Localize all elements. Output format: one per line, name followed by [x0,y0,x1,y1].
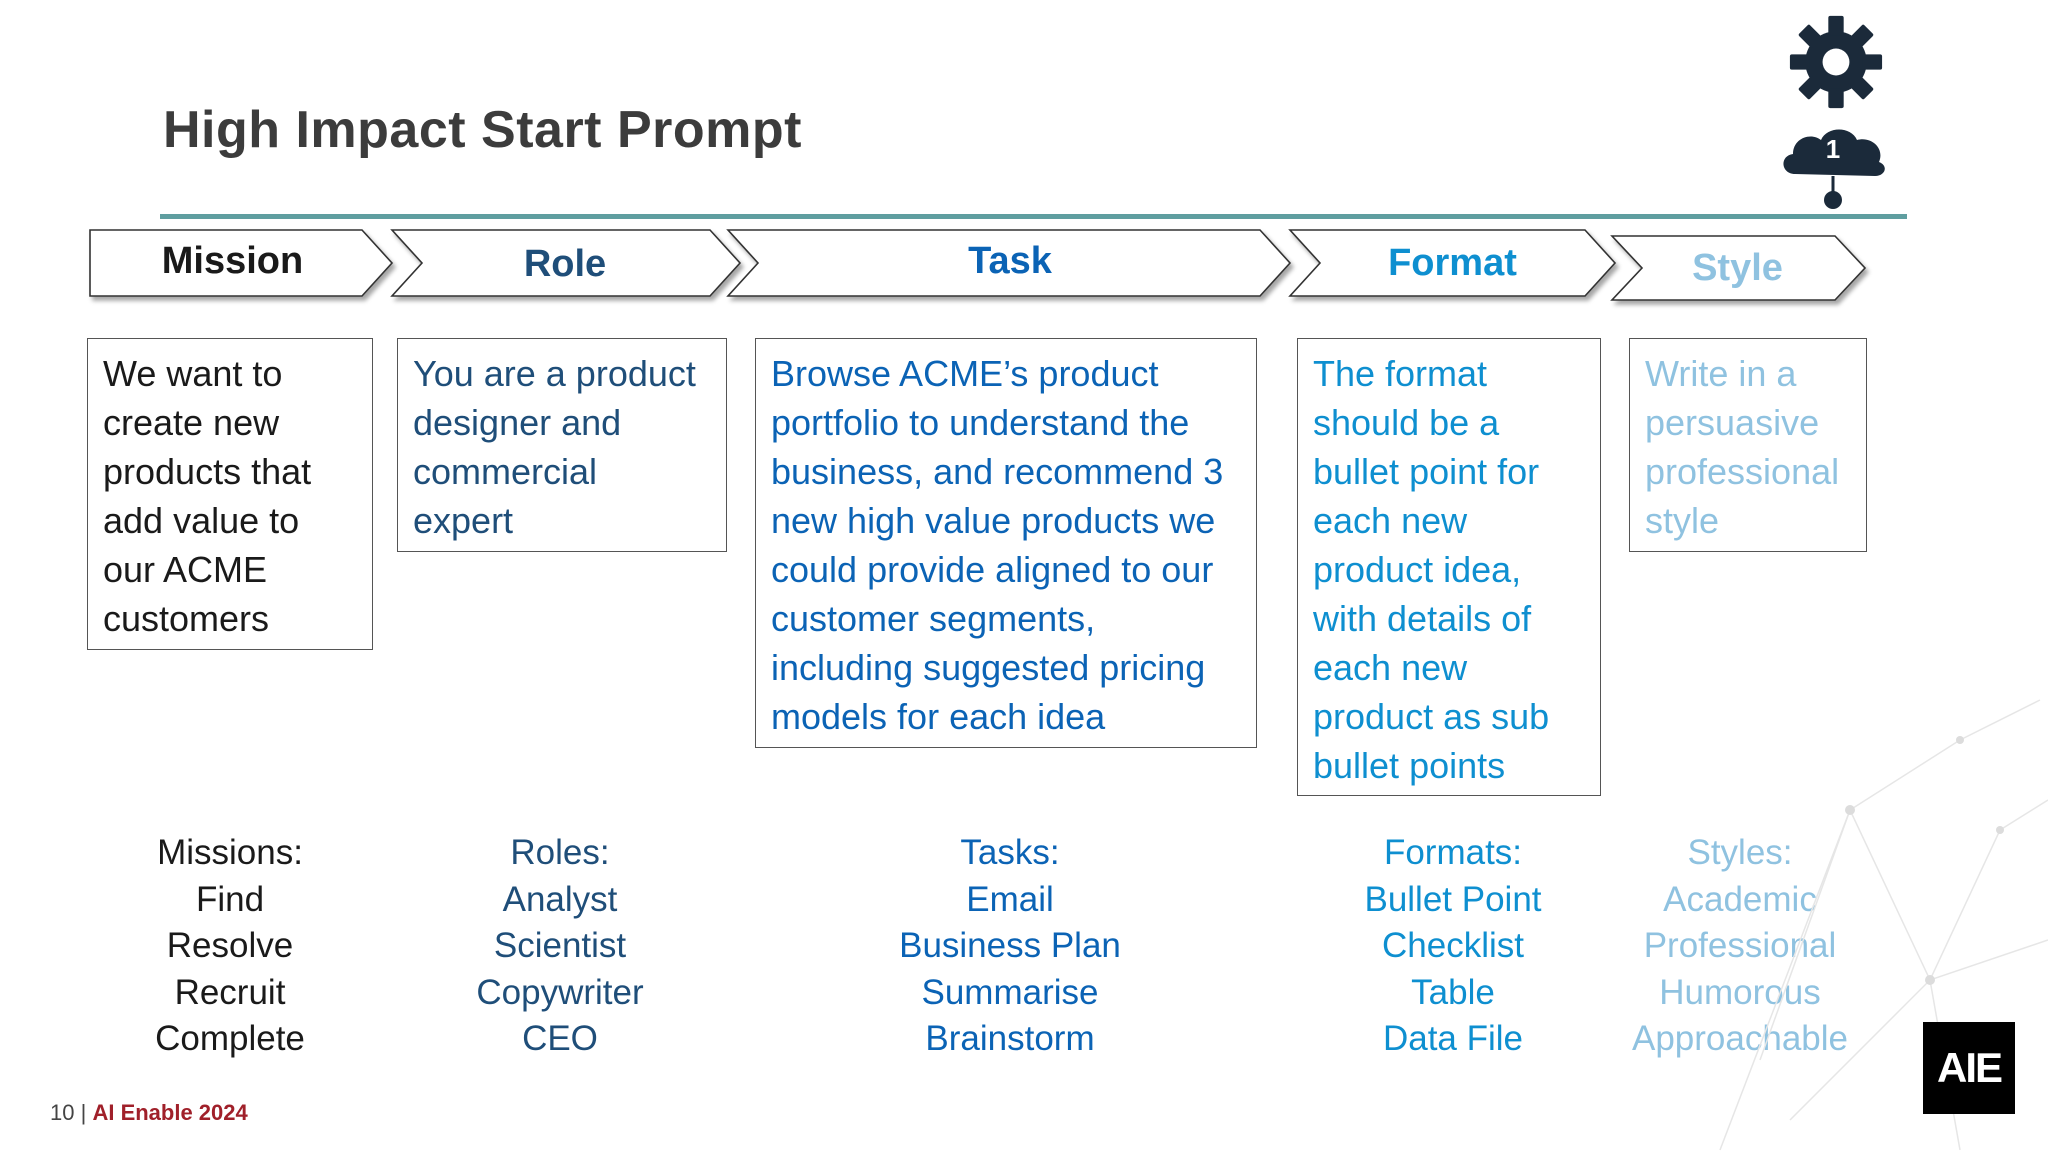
box-line: Browse ACME’s product [771,353,1159,394]
box-line: The format [1313,353,1488,394]
list-heading: Formats: [1383,833,1523,872]
box-line: portfolio to understand the [771,402,1190,443]
box-line: products that [103,451,312,492]
gear-icon[interactable] [1788,14,1884,110]
missions-list: Missions: Find Resolve Recruit Complete [100,830,360,1063]
list-item: Humorous [1659,972,1821,1012]
list-item: Table [1411,972,1495,1012]
box-line: customers [103,598,270,639]
list-item: Data File [1382,1019,1524,1058]
box-line: product as sub [1313,696,1550,737]
box-line: our ACME [103,549,268,590]
footer-separator: | [80,1100,87,1125]
title-divider [160,214,1907,219]
list-item: Copywriter [476,972,644,1012]
box-line: expert [413,500,514,541]
list-item: Professional [1643,926,1837,965]
list-heading: Roles: [510,833,610,872]
box-line: bullet point for [1313,451,1540,492]
box-line: style [1645,500,1720,541]
footer: 10 | AI Enable 2024 [50,1100,248,1126]
box-line: commercial [413,451,598,492]
box-line: You are a product [413,353,696,394]
list-item: Academic [1663,879,1817,919]
roles-list: Roles: Analyst Scientist Copywriter CEO [430,830,690,1063]
list-item: CEO [522,1019,598,1058]
list-item: Brainstorm [925,1019,1095,1058]
box-line: including suggested pricing [771,647,1206,688]
column-header-format: Format [1388,242,1517,284]
list-item: Resolve [166,926,294,965]
list-item: Find [195,879,265,919]
list-item: Recruit [174,972,286,1012]
chevron-style [1610,235,1867,301]
list-heading: Missions: [157,833,303,872]
column-header-role: Role [523,243,607,285]
box-line: product idea, [1313,549,1522,590]
mission-box: We want to create new products that add … [87,338,373,650]
tasks-list: Tasks: Email Business Plan Summarise Bra… [860,830,1160,1063]
format-box: The format should be a bullet point for … [1297,338,1601,796]
box-line: add value to [103,500,300,541]
box-line: create new [103,402,280,443]
chevron-mission [89,229,394,297]
list-item: Email [966,879,1054,919]
formats-list: Formats: Bullet Point Checklist Table Da… [1313,830,1593,1063]
page-title: High Impact Start Prompt [163,101,802,159]
cloud-badge-icon[interactable]: 1 [1775,118,1891,212]
list-item: Approachable [1632,1019,1848,1058]
box-line: designer and [413,402,622,443]
aie-logo: AIE [1923,1022,2015,1114]
list-heading: Tasks: [960,833,1060,872]
role-box: You are a product designer and commercia… [397,338,727,552]
box-line: should be a [1313,402,1500,443]
box-line: persuasive [1645,402,1820,443]
box-line: We want to [103,353,283,394]
box-line: each new [1313,647,1468,688]
box-line: business, and recommend 3 [771,451,1224,492]
badge-number: 1 [1825,134,1841,164]
box-line: bullet points [1313,745,1506,786]
box-line: could provide aligned to our [771,549,1214,590]
box-line: each new [1313,500,1468,541]
list-heading: Styles: [1687,833,1793,872]
box-line: Write in a [1645,353,1797,394]
list-item: Analyst [502,879,618,919]
box-line: professional [1645,451,1840,492]
chevron-task [726,229,1292,297]
footer-brand: AI Enable 2024 [92,1100,248,1125]
style-box: Write in a persuasive professional style [1629,338,1867,552]
column-header-mission: Mission [161,240,304,282]
box-line: customer segments, [771,598,1096,639]
task-box: Browse ACME’s product portfolio to under… [755,338,1257,748]
column-header-style: Style [1692,247,1783,289]
chevron-role [390,229,742,297]
list-item: Business Plan [899,926,1121,965]
page-number: 10 [50,1100,75,1125]
box-line: with details of [1313,598,1532,639]
list-item: Summarise [921,972,1099,1012]
styles-list: Styles: Academic Professional Humorous A… [1600,830,1880,1063]
list-item: Checklist [1382,926,1524,965]
list-item: Complete [155,1019,305,1058]
column-header-task: Task [968,240,1052,282]
chevron-format [1288,229,1617,297]
list-item: Scientist [493,926,627,965]
list-item: Bullet Point [1364,879,1542,919]
logo-text: AIE [1936,1044,2003,1091]
box-line: new high value products we [771,500,1216,541]
box-line: models for each idea [771,696,1106,737]
chevron-row [89,229,1867,301]
